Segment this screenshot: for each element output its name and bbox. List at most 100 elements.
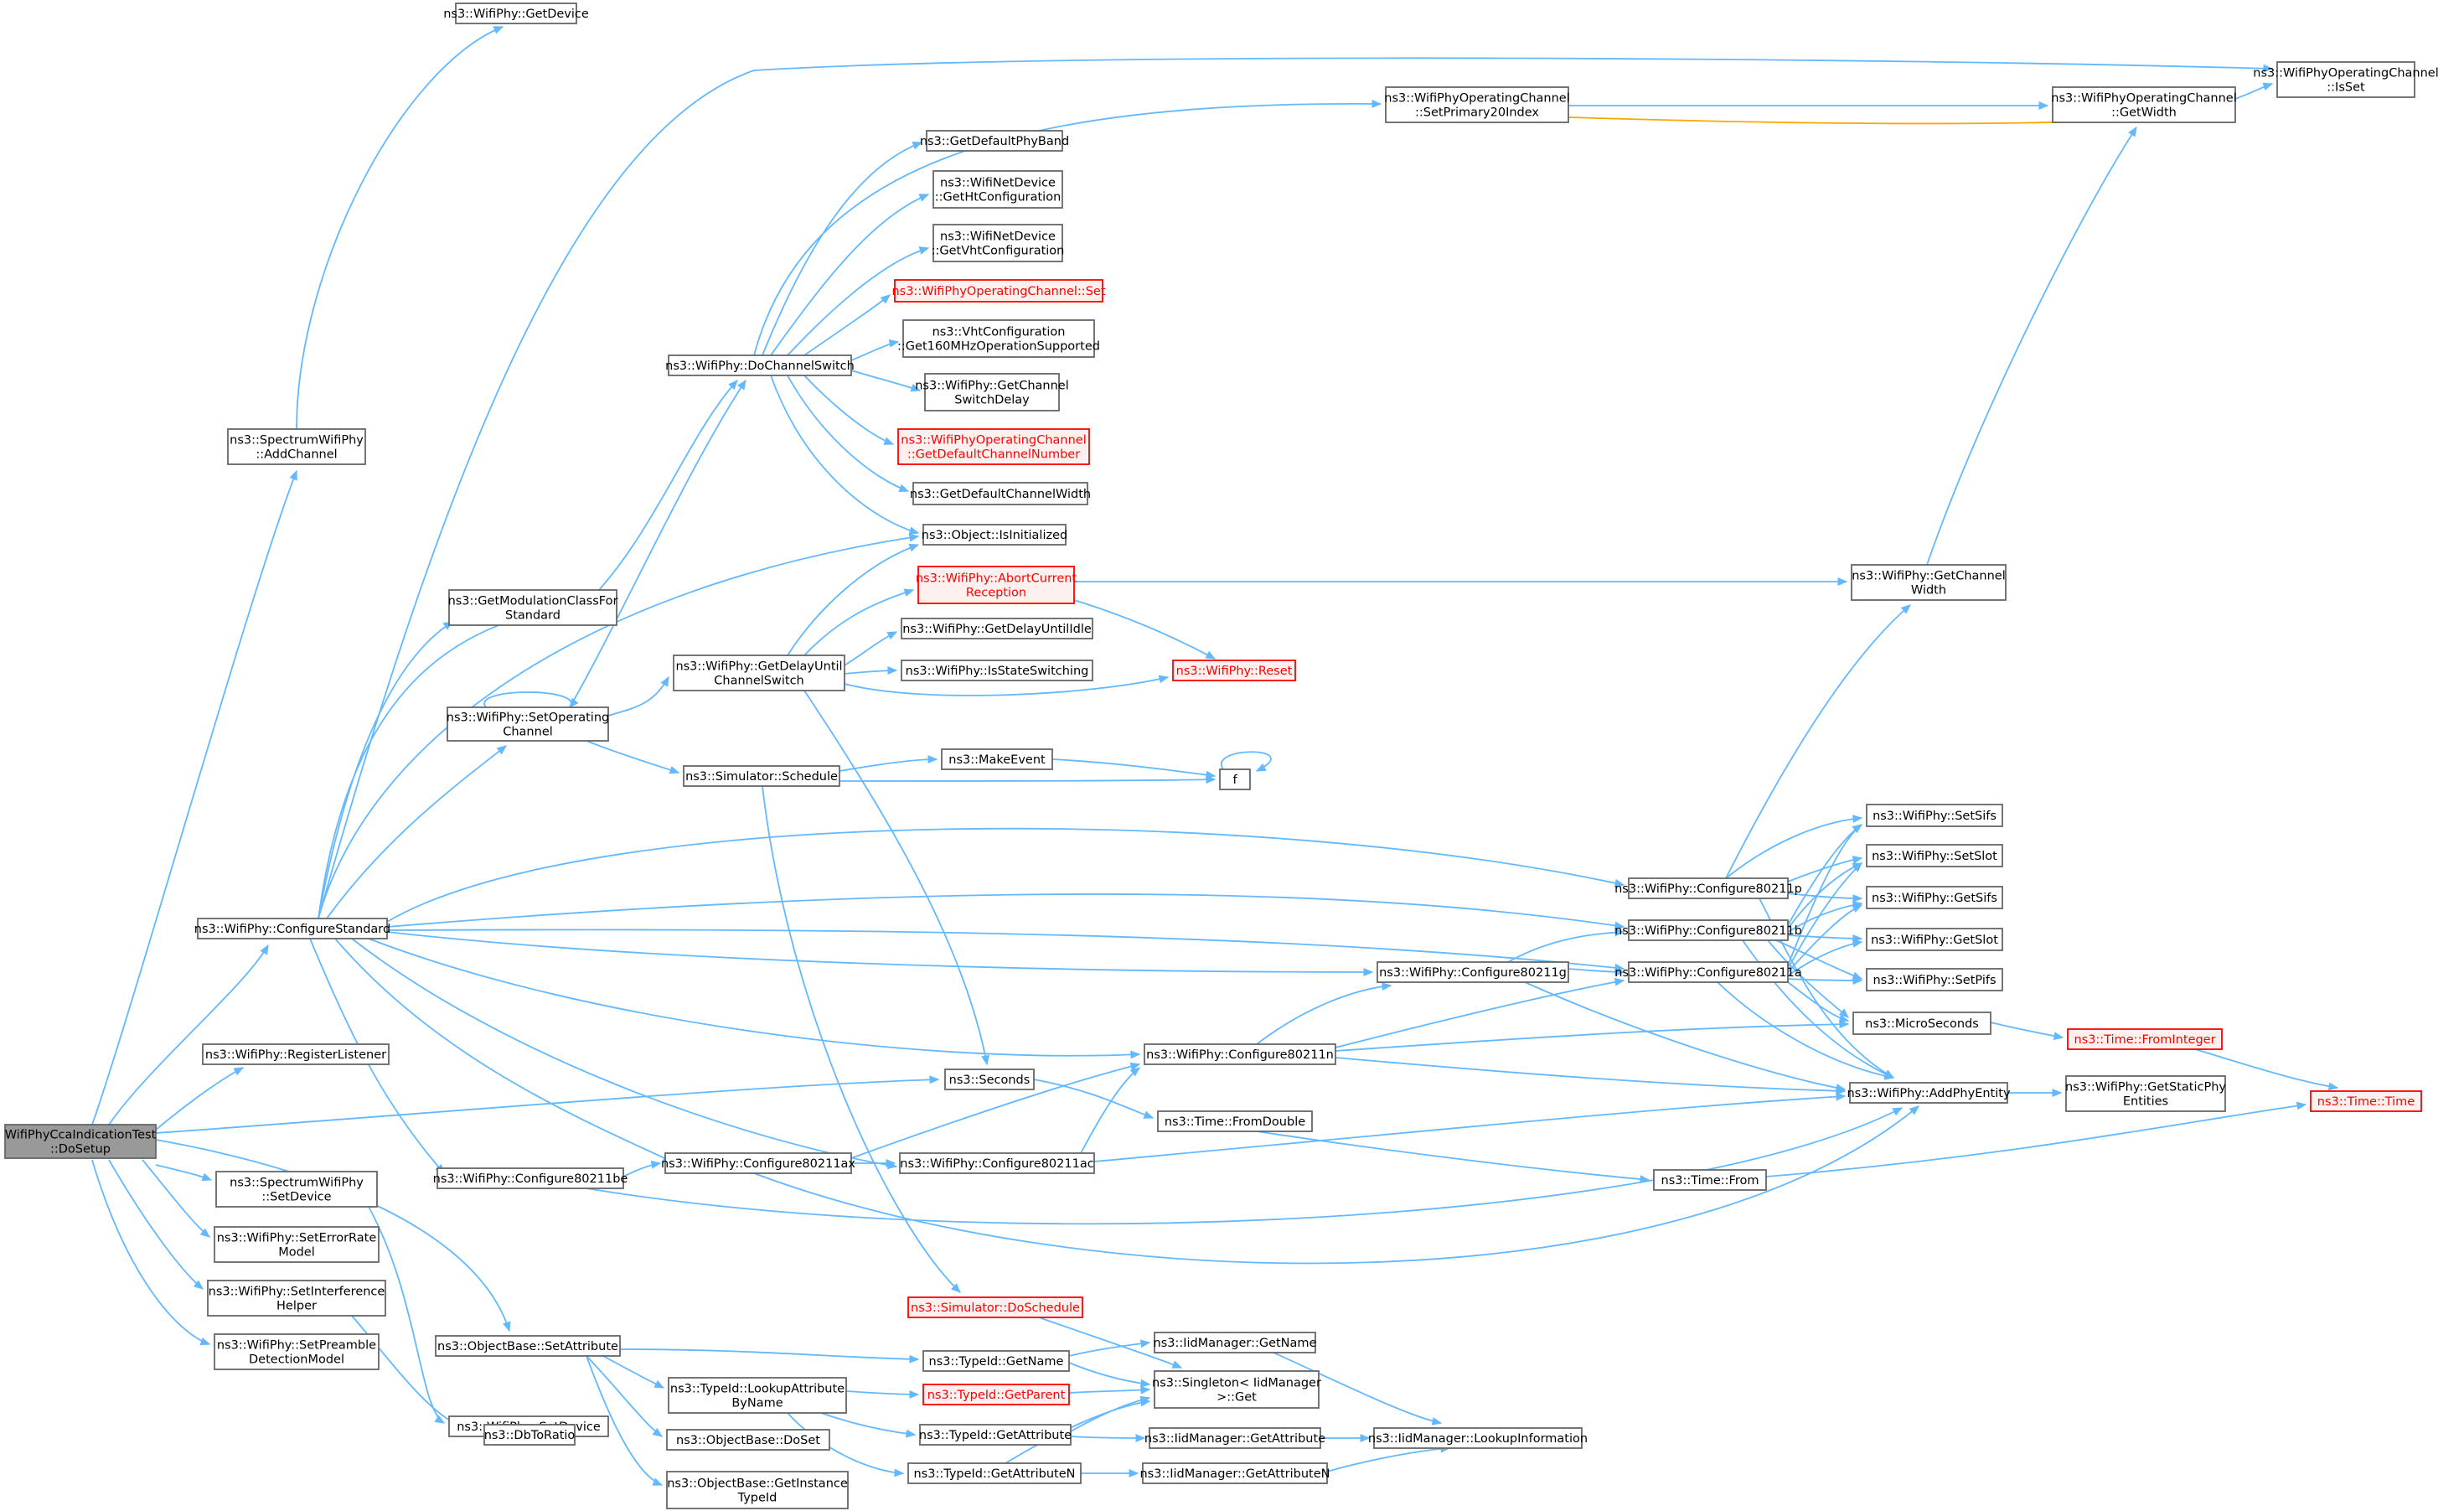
node-doChannelSwitch[interactable]: ns3::WifiPhy::DoChannelSwitch [665,354,855,376]
edge-line [386,929,1625,970]
arrowhead-icon [1839,1020,1850,1029]
node-getDefaultChanNum[interactable]: ns3::WifiPhyOperatingChannel::GetDefault… [897,428,1090,465]
node-setSifs[interactable]: ns3::WifiPhy::SetSifs [1866,804,2003,827]
node-f[interactable]: f [1219,768,1251,790]
node-label: ::AddChannel [256,448,337,462]
arrowhead-icon [1614,878,1625,887]
node-microSeconds[interactable]: ns3::MicroSeconds [1852,1012,1991,1035]
node-spSetDevice[interactable]: ns3::SpectrumWifiPhy::SetDevice [215,1171,378,1208]
node-root[interactable]: WifiPhyCcaIndicationTest::DoSetup [4,1124,157,1159]
edge-line [368,938,1140,1057]
node-getParent[interactable]: ns3::TypeId::GetParent [922,1384,1070,1405]
node-getDefaultChanWidth[interactable]: ns3::GetDefaultChannelWidth [910,482,1091,505]
edge-line [845,1390,919,1395]
edge-conf11p-to-setSifs [1725,815,1863,879]
node-box [894,279,1103,303]
node-isStateSwitching[interactable]: ns3::WifiPhy::IsStateSwitching [901,660,1093,681]
node-fromInteger[interactable]: ns3::Time::FromInteger [2067,1028,2223,1050]
node-isSet[interactable]: ns3::WifiPhyOperatingChannel::IsSet [2253,61,2439,98]
arrowhead-icon [434,1415,446,1424]
node-setAttribute[interactable]: ns3::ObjectBase::SetAttribute [435,1335,621,1357]
node-registerListener[interactable]: ns3::WifiPhy::RegisterListener [202,1043,390,1065]
edge-line [1335,1023,1849,1052]
arrowhead-icon [496,745,508,755]
node-fromDouble[interactable]: ns3::Time::FromDouble [1157,1110,1313,1132]
node-typeIdGetAttr[interactable]: ns3::TypeId::GetAttribute [919,1424,1072,1446]
node-label: ns3::Time::FromInteger [2074,1033,2215,1047]
edge-conf11p-to-getSifs [1787,893,1863,903]
node-dbToRatio[interactable]: ns3::DbToRatio [483,1424,576,1446]
edge-configureStandard-to-setOpChannel [326,745,508,919]
node-box [666,1471,849,1509]
node-setSlot[interactable]: ns3::WifiPhy::SetSlot [1866,844,2003,867]
arrowhead-icon [2262,82,2274,91]
node-typeIdGetName[interactable]: ns3::TypeId::GetName [922,1350,1070,1372]
node-iidGetName[interactable]: ns3::IidManager::GetName [1154,1332,1317,1353]
edge-setOpChannel-to-schedule [586,740,680,774]
node-label: ns3::WifiPhy::Configure80211p [1614,882,1802,896]
node-isInitialized[interactable]: ns3::Object::IsInitialized [922,524,1067,546]
node-getWidth[interactable]: ns3::WifiPhyOperatingChannel::GetWidth [2051,86,2237,123]
node-makeEvent[interactable]: ns3::MakeEvent [941,748,1053,770]
node-conf11b[interactable]: ns3::WifiPhy::Configure80211b [1614,919,1802,941]
node-vhtGet160[interactable]: ns3::VhtConfiguration::Get160MHzOperatio… [897,319,1100,358]
node-getVhtConfig[interactable]: ns3::WifiNetDevice::GetVhtConfiguration [932,224,1065,262]
arrowhead-icon [1838,1014,1850,1023]
node-conf11a[interactable]: ns3::WifiPhy::Configure80211a [1614,961,1802,983]
node-iidGetAttr[interactable]: ns3::IidManager::GetAttribute [1144,1427,1325,1449]
node-getHtConfig[interactable]: ns3::WifiNetDevice::GetHtConfiguration [932,170,1063,209]
node-getDefaultPhyBand[interactable]: ns3::GetDefaultPhyBand [920,130,1069,152]
node-setPrimary20[interactable]: ns3::WifiPhyOperatingChannel::SetPrimary… [1384,86,1570,123]
node-iidGetAttrN[interactable]: ns3::IidManager::GetAttributeN [1139,1462,1330,1484]
node-getDelayUntilIdle[interactable]: ns3::WifiPhy::GetDelayUntilIdle [901,618,1093,639]
node-addPhyEntity[interactable]: ns3::WifiPhy::AddPhyEntity [1847,1082,2011,1104]
node-opChanSet[interactable]: ns3::WifiPhyOperatingChannel::Set [891,279,1106,303]
node-seconds[interactable]: ns3::Seconds [944,1069,1035,1090]
node-getSifs[interactable]: ns3::WifiPhy::GetSifs [1866,886,2003,909]
node-conf11g[interactable]: ns3::WifiPhy::Configure80211g [1377,961,1569,983]
node-typeIdGetAttrN[interactable]: ns3::TypeId::GetAttributeN [907,1462,1082,1484]
node-doSet[interactable]: ns3::ObjectBase::DoSet [666,1429,830,1451]
edge-line [586,1355,663,1486]
node-conf11ac[interactable]: ns3::WifiPhy::Configure80211ac [899,1152,1095,1174]
arrowhead-icon [1431,1417,1443,1426]
arrowhead-icon [1139,1398,1151,1407]
node-addChannel[interactable]: ns3::SpectrumWifiPhy::AddChannel [227,428,366,465]
arrowhead-icon [193,1280,204,1290]
edge-line [619,1348,919,1360]
node-label: ::GetWidth [2111,106,2177,120]
arrowhead-icon [903,588,915,597]
node-conf11be[interactable]: ns3::WifiPhy::Configure80211be [433,1167,628,1189]
node-lookupInfo[interactable]: ns3::IidManager::LookupInformation [1368,1427,1588,1449]
node-configureStandard[interactable]: ns3::WifiPhy::ConfigureStandard [194,918,390,939]
node-conf11n[interactable]: ns3::WifiPhy::Configure80211n [1144,1043,1336,1065]
node-setPifs[interactable]: ns3::WifiPhy::SetPifs [1866,968,2003,991]
node-conf11p[interactable]: ns3::WifiPhy::Configure80211p [1614,877,1802,899]
edge-setAttribute-to-doSet [586,1355,664,1437]
node-conf11ax[interactable]: ns3::WifiPhy::Configure80211ax [661,1152,855,1174]
edge-makeEvent-to-f [1051,758,1217,779]
node-reset[interactable]: ns3::WifiPhy::Reset [1172,660,1296,681]
node-getSlot[interactable]: ns3::WifiPhy::GetSlot [1866,928,2003,951]
node-timeTime[interactable]: ns3::Time::Time [2310,1090,2422,1112]
node-timeFrom[interactable]: ns3::Time::From [1653,1169,1767,1191]
node-doSchedule[interactable]: ns3::Simulator::DoSchedule [907,1296,1083,1318]
node-singletonGet[interactable]: ns3::Singleton< IidManager >::Get [1152,1370,1321,1409]
edge-doChannelSwitch-to-getChanSwitchDelay [850,370,922,392]
node-getDevice[interactable]: ns3::WifiPhy::GetDevice [443,3,589,24]
edge-line [386,893,1625,928]
node-schedule[interactable]: ns3::Simulator::Schedule [683,765,840,787]
arrowhead-icon [653,1379,665,1389]
